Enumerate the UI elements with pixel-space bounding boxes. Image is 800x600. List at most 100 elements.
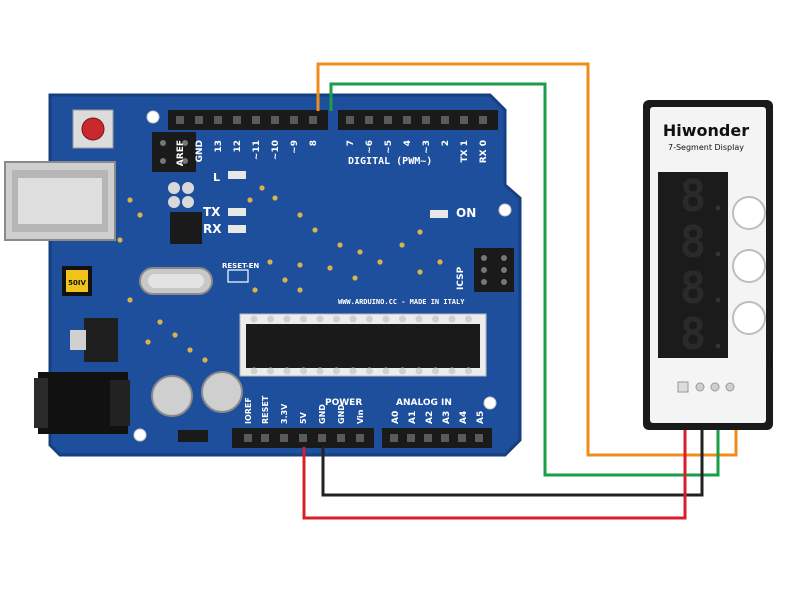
via: [282, 277, 288, 283]
via: [297, 212, 303, 218]
decimal-point: [715, 205, 721, 211]
arduino-website: WWW.ARDUINO.CC - MADE IN ITALY: [338, 298, 465, 306]
digital-pin-label: ~6: [365, 140, 375, 154]
electrolytic-capacitor: [151, 371, 243, 417]
digital-pin-label: 12: [233, 140, 243, 153]
header-pin: [309, 116, 317, 124]
chip-pin: [267, 315, 274, 323]
digital-pin-label: GND: [195, 140, 205, 162]
reset-button[interactable]: [72, 109, 114, 149]
header-pin: [403, 116, 411, 124]
chip-pin: [267, 367, 274, 375]
via: [272, 195, 278, 201]
via: [247, 197, 253, 203]
via: [187, 347, 193, 353]
analog-pin-label: A4: [459, 411, 469, 424]
analog-pin-label: A0: [391, 411, 401, 424]
digital-pin-label: 8: [309, 140, 319, 146]
via: [417, 229, 423, 235]
digital-pin-label: TX 1: [460, 140, 470, 162]
green-wire: [329, 82, 720, 477]
chip-pin: [366, 367, 373, 375]
power-pin-label: IOREF: [244, 397, 253, 424]
via: [259, 185, 265, 191]
digital-pin-label: AREF: [176, 140, 186, 166]
chip-pin: [415, 367, 423, 375]
display-glass: [658, 172, 728, 358]
usb-chip: [170, 212, 202, 244]
header-pin: [271, 116, 279, 124]
led-tx-label: TX: [203, 205, 221, 219]
seven-segment-digit: 8: [680, 263, 707, 314]
power-pin-label: GND: [337, 404, 346, 424]
chip-pin: [382, 315, 390, 323]
mounting-hole: [483, 396, 497, 410]
icsp-header-usb: [152, 132, 196, 172]
via: [399, 242, 405, 248]
header-pin: [233, 116, 241, 124]
header-pin: [441, 116, 449, 124]
mounting-holes: [732, 196, 766, 335]
digital-pin-label: ~3: [422, 140, 432, 154]
header-pin: [365, 116, 373, 124]
atmega-chip: [239, 313, 487, 377]
chip-pin: [300, 315, 307, 323]
module-brand: Hiwonder: [663, 121, 749, 140]
usb-b-connector: [4, 161, 116, 241]
chip-pin: [349, 367, 357, 375]
module-version: v1.1: [766, 353, 774, 368]
led-l-label: L: [213, 171, 220, 184]
header-pin: [176, 116, 184, 124]
via: [145, 339, 151, 345]
via: [127, 297, 133, 303]
digital-pin-label: ~5: [384, 140, 394, 154]
via: [357, 249, 363, 255]
via: [337, 242, 343, 248]
via: [137, 212, 143, 218]
via: [297, 262, 303, 268]
via: [437, 259, 443, 265]
polyfuse: 50IV: [62, 266, 92, 296]
chip-pin: [465, 367, 472, 375]
seven-segment-digit: 8: [680, 309, 707, 360]
voltage-regulator: [70, 318, 118, 362]
header-pin: [356, 434, 364, 442]
analog-pin-label: A3: [442, 411, 452, 424]
via: [172, 332, 178, 338]
chip-pin: [333, 315, 340, 323]
power-label: POWER: [325, 398, 362, 408]
chip-pin: [333, 367, 340, 375]
solder-pads-2x2: [168, 182, 194, 208]
analog-pin-label: A1: [408, 411, 418, 424]
seven-segment-digit: 8: [680, 217, 707, 268]
polyfuse-label: 50IV: [68, 279, 86, 287]
header-pin: [407, 434, 415, 442]
chip-pin: [250, 367, 258, 375]
black-wire: [321, 430, 704, 497]
header-pin: [458, 434, 466, 442]
header-pin: [441, 434, 449, 442]
chip-pin: [300, 367, 307, 375]
digital-pin-label: ~11: [252, 140, 262, 160]
chip-pin: [448, 367, 456, 375]
red-wire: [302, 430, 687, 520]
icsp-header: ICSP: [456, 248, 514, 292]
chip-pin: [432, 367, 439, 375]
header-pin: [214, 116, 222, 124]
chip-pin: [366, 315, 373, 323]
chip-pin: [399, 315, 406, 323]
dc-power-jack: [34, 372, 130, 434]
mounting-hole: [146, 110, 160, 124]
header-pin: [280, 434, 288, 442]
chip-pin: [415, 315, 423, 323]
header-pin: [390, 434, 398, 442]
digital-pin-label: 7: [346, 140, 356, 146]
on-label: ON: [456, 206, 476, 220]
orange-wire: [316, 62, 738, 457]
chip-pin: [283, 315, 291, 323]
via: [312, 227, 318, 233]
